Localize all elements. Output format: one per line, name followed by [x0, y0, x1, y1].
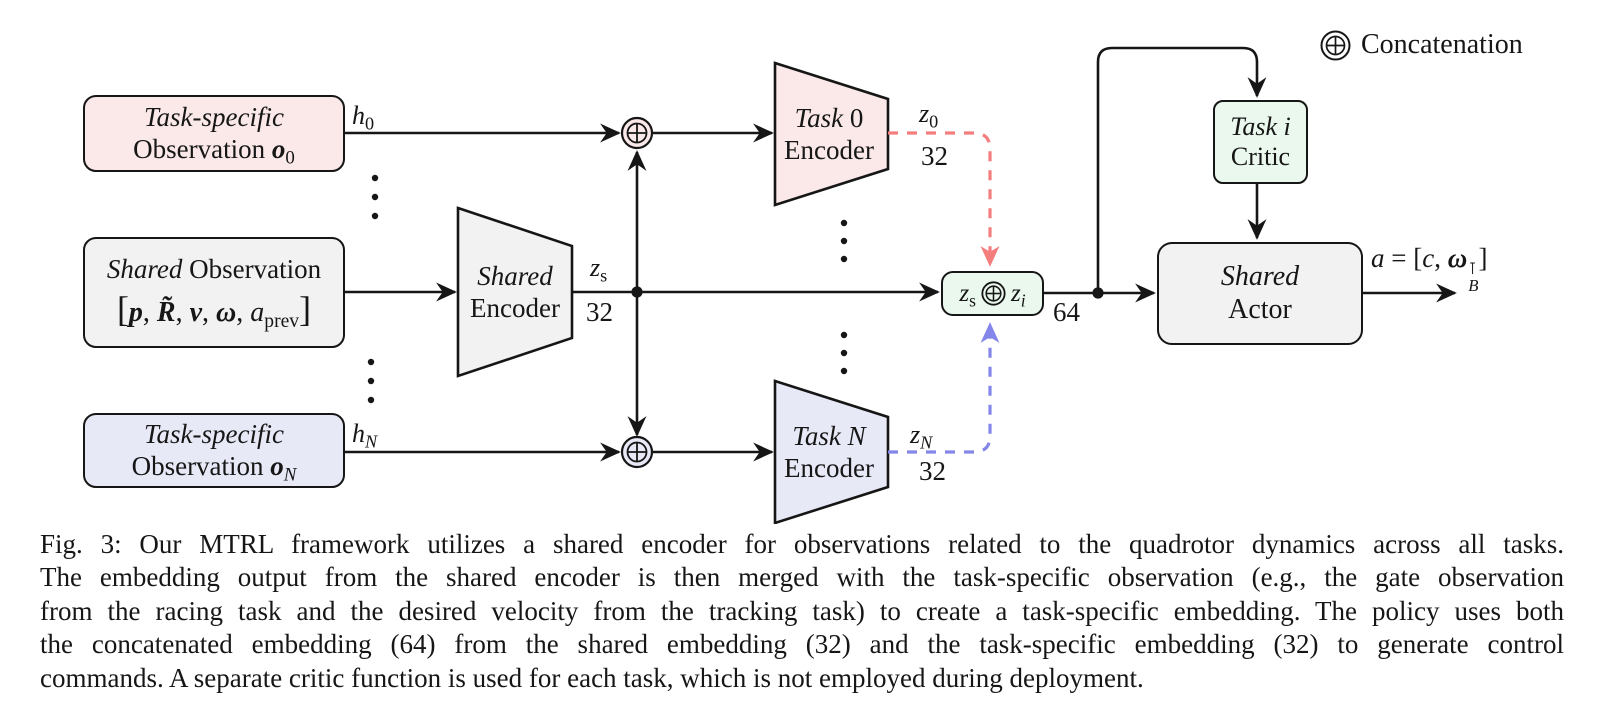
z0-dashed-arrow: [888, 131, 1000, 267]
h0-label: h0: [352, 101, 375, 134]
zs-junction-dot: [631, 286, 643, 298]
critic-label: Critic: [1230, 142, 1291, 171]
task0-observation-box: Task-specific Observation o0: [83, 95, 345, 172]
taskN-encoder-shape: [773, 379, 890, 524]
hN-label: hN: [352, 419, 378, 452]
task0-encoder-label: Task 0 Encoder: [784, 103, 874, 165]
shared-encoder-shape: [456, 206, 574, 378]
concat-dim-64: 64: [1053, 297, 1080, 327]
caption-line: the concatenated embedding (64) from the…: [40, 629, 1564, 660]
caption-line: The embedding output from the shared enc…: [40, 562, 1564, 593]
figure-caption: Fig. 3: Our MTRL framework utilizes a sh…: [40, 528, 1564, 695]
embedding-junction-dot: [1092, 287, 1104, 299]
shared-obs-math: [p, R̃, v, ω, aprev]: [116, 289, 312, 333]
task0-encoder-shape: [773, 61, 890, 207]
ellipsis-left-top: [371, 174, 379, 220]
ellipsis-mid-bottom: [840, 331, 848, 375]
zi-symbol: zi: [1010, 280, 1026, 311]
task-i-critic-box: Task i Critic: [1213, 100, 1308, 184]
concatenation-legend-icon: [1320, 30, 1351, 60]
z0-label: z0: [919, 99, 939, 132]
taskN-obs-title: Task-specific: [144, 419, 284, 450]
diagram-wires: [345, 46, 1457, 524]
concat-embedding-box: zs zi: [941, 271, 1044, 316]
actor-label: Actor: [1228, 293, 1292, 325]
actor-title: Shared: [1220, 261, 1300, 293]
zN-dashed-arrow: [888, 322, 1000, 454]
caption-line: from the racing task and the desired vel…: [40, 595, 1564, 626]
embedding-to-critic-arrow: [1096, 46, 1267, 293]
shared-observation-box: Shared Observation [p, R̃, v, ω, aprev]: [83, 237, 345, 348]
taskN-obs-label: Observation oN: [131, 450, 297, 486]
legend: Concatenation: [1320, 29, 1523, 61]
zN-label: zN: [910, 420, 933, 453]
zN-dim: 32: [919, 456, 946, 486]
critic-title: Task i: [1230, 111, 1291, 141]
taskN-encoder-label: Task N Encoder: [784, 421, 874, 483]
caption-line: Fig. 3: Our MTRL framework utilizes a sh…: [40, 529, 1564, 559]
z0-dim: 32: [921, 141, 948, 171]
ellipsis-mid-top: [840, 219, 848, 263]
task0-obs-label: Observation o0: [133, 133, 295, 169]
action-output-label: a = [c, ω⊺B]: [1371, 243, 1488, 296]
zs-label: zs: [590, 253, 608, 286]
shared-actor-box: Shared Actor: [1157, 242, 1363, 345]
legend-label: Concatenation: [1361, 29, 1523, 60]
shared-encoder-label: Shared Encoder: [470, 261, 560, 323]
zs-dim: 32: [586, 297, 613, 327]
caption-line: commands. A separate critic function is …: [40, 662, 1144, 693]
zs-symbol: zs: [959, 280, 976, 311]
circled-plus-icon: [981, 281, 1006, 306]
shared-obs-title: Shared Observation: [106, 254, 322, 285]
concatN-icon: [620, 435, 654, 469]
concat0-icon: [620, 116, 654, 150]
task0-obs-title: Task-specific: [144, 102, 284, 133]
taskN-observation-box: Task-specific Observation oN: [83, 413, 345, 488]
ellipsis-left-bottom: [367, 358, 375, 404]
